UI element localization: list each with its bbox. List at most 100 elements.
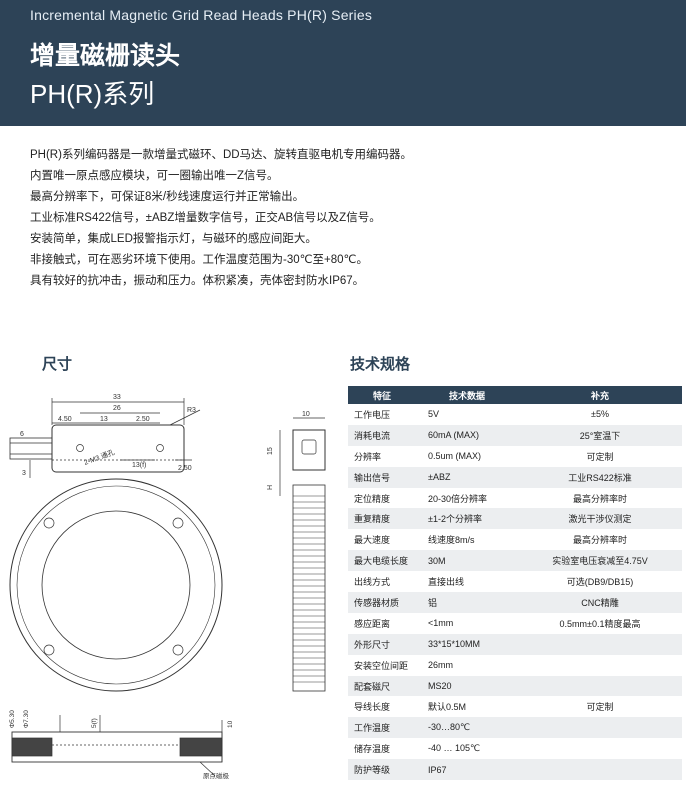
dim-label: H xyxy=(267,485,274,490)
dim-label: 原点磁极 xyxy=(203,771,230,780)
spec-note: 工业RS422标准 xyxy=(518,466,682,488)
spec-value: 线速度8m/s xyxy=(428,535,475,546)
dim-label: 13(f) xyxy=(132,462,146,469)
spec-value: ±ABZ xyxy=(416,466,518,488)
dim-label: 6 xyxy=(20,431,24,438)
dim-label: 26 xyxy=(113,405,121,412)
spec-note: 可定制 xyxy=(586,451,614,462)
spec-value: 33*15*10MM xyxy=(416,633,518,655)
spec-value: 默认0.5M xyxy=(428,702,467,713)
spec-value: -40 … 105℃ xyxy=(428,743,481,754)
dim-label: 2.50 xyxy=(136,416,150,423)
spec-feature: 分辨率 xyxy=(354,451,382,462)
spec-feature: 安装空位间距 xyxy=(354,660,409,671)
dim-label: 3 xyxy=(22,470,26,477)
spec-feature: 消耗电流 xyxy=(348,424,416,446)
intro-line: 安装简单，集成LED报警指示灯，与磁环的感应间距大。 xyxy=(30,233,317,245)
spec-note: 可定制 xyxy=(586,702,614,713)
spec-feature: 最大电缆长度 xyxy=(348,550,416,572)
spec-note: 最高分辨率时 xyxy=(572,493,627,504)
dim-label: 15 xyxy=(267,447,274,455)
ring-teeth xyxy=(293,495,325,683)
spec-note: 最高分辨率时 xyxy=(572,535,627,546)
table-row: 工作温度-30…80℃ xyxy=(348,717,682,739)
page-subtitle: PH(R)系列 xyxy=(30,79,155,109)
spec-value: <1mm xyxy=(428,618,454,629)
spec-note: 可选(DB9/DB15) xyxy=(566,577,634,588)
spec-value: 30M xyxy=(416,550,518,572)
spec-feature: 导线长度 xyxy=(354,702,391,713)
spec-feature: 输出信号 xyxy=(348,466,416,488)
spec-note: 0.5mm±0.1精度最高 xyxy=(559,618,641,629)
spec-feature: 传感器材质 xyxy=(348,592,416,613)
spec-value: ±1-2个分辨率 xyxy=(416,508,518,530)
spec-note xyxy=(518,655,682,676)
table-row: 分辨率 0.5um (MAX) 可定制 xyxy=(348,446,682,467)
specs-title: 技术规格 xyxy=(350,356,411,373)
spec-value: MS20 xyxy=(416,675,518,697)
spec-note xyxy=(518,738,682,759)
dim-label: 13 xyxy=(100,416,108,423)
dim-label: 5(f) xyxy=(91,718,98,728)
spec-value: 铝 xyxy=(416,592,518,613)
spec-feature: 出线方式 xyxy=(354,577,391,588)
spec-table-header: 特征 技术数据 补充 xyxy=(348,386,682,404)
spec-note: 激光干涉仪测定 xyxy=(518,508,682,530)
page-title: 增量磁栅读头 xyxy=(30,42,181,70)
dim-label: Φ7.30 xyxy=(23,710,30,728)
spec-value: 20-30倍分辨率 xyxy=(428,493,488,504)
spec-note xyxy=(518,717,682,739)
dim-label: R3 xyxy=(187,407,196,414)
dimension-drawing: 33 26 4.50 13 2.50 R3 6 2-M3 通孔 13(f) 3 … xyxy=(9,394,326,780)
intro-line: 工业标准RS422信号，±ABZ增量数字信号，正交AB信号以及Z信号。 xyxy=(30,212,381,224)
spec-note: 实验室电压衰减至4.75V xyxy=(518,550,682,572)
table-row: 出线方式 直接出线 可选(DB9/DB15) xyxy=(348,571,682,592)
spec-value: 60mA (MAX) xyxy=(416,424,518,446)
spec-feature: 防护等级 xyxy=(348,759,416,781)
spec-note: 25°室温下 xyxy=(518,424,682,446)
dim-label: 2-M3 通孔 xyxy=(83,448,116,467)
magnetic-ring-front-view xyxy=(9,478,223,692)
table-row: 重复精度±1-2个分辨率激光干涉仪测定 xyxy=(348,508,682,530)
header-banner: Incremental Magnetic Grid Read Heads PH(… xyxy=(0,0,686,126)
spec-value: IP67 xyxy=(416,759,518,781)
column-header: 补充 xyxy=(518,386,682,404)
intro-line: PH(R)系列编码器是一款增量式磁环、DD马达、旋转直驱电机专用编码器。 xyxy=(30,149,413,161)
readhead-top-view xyxy=(9,398,201,478)
column-header: 技术数据 xyxy=(416,386,518,404)
dimensions-title: 尺寸 xyxy=(42,356,73,373)
spec-feature: 感应距离 xyxy=(354,618,391,629)
intro-line: 最高分辨率下，可保证8米/秒线速度运行并正常输出。 xyxy=(30,191,305,203)
table-row: 安装空位间距 26mm xyxy=(348,655,682,676)
intro-line: 具有较好的抗冲击，振动和压力。体积紧凑，壳体密封防水IP67。 xyxy=(30,275,365,287)
table-row: 导线长度 默认0.5M 可定制 xyxy=(348,696,682,717)
intro-text: PH(R)系列编码器是一款增量式磁环、DD马达、旋转直驱电机专用编码器。 内置唯… xyxy=(30,145,670,292)
spec-note xyxy=(518,759,682,781)
spec-note xyxy=(518,633,682,655)
column-header: 特征 xyxy=(348,386,416,404)
spec-value: 5V xyxy=(428,409,440,420)
dim-label: 10 xyxy=(302,411,310,418)
spec-feature: 定位精度 xyxy=(354,493,391,504)
table-row: 感应距离 <1mm 0.5mm±0.1精度最高 xyxy=(348,613,682,634)
spec-feature: 储存温度 xyxy=(354,744,391,755)
spec-feature: 工作电压 xyxy=(354,409,391,420)
spec-note xyxy=(518,675,682,697)
ring-cross-section xyxy=(11,715,223,777)
spec-value: 26mm xyxy=(428,660,454,671)
spec-feature: 重复精度 xyxy=(348,508,416,530)
dim-label: 2.50 xyxy=(178,465,192,472)
dim-label: 10 xyxy=(227,720,234,728)
spec-value: 0.5um (MAX) xyxy=(428,451,482,462)
spec-value: 直接出线 xyxy=(428,577,465,588)
dim-label: 33 xyxy=(113,394,121,401)
